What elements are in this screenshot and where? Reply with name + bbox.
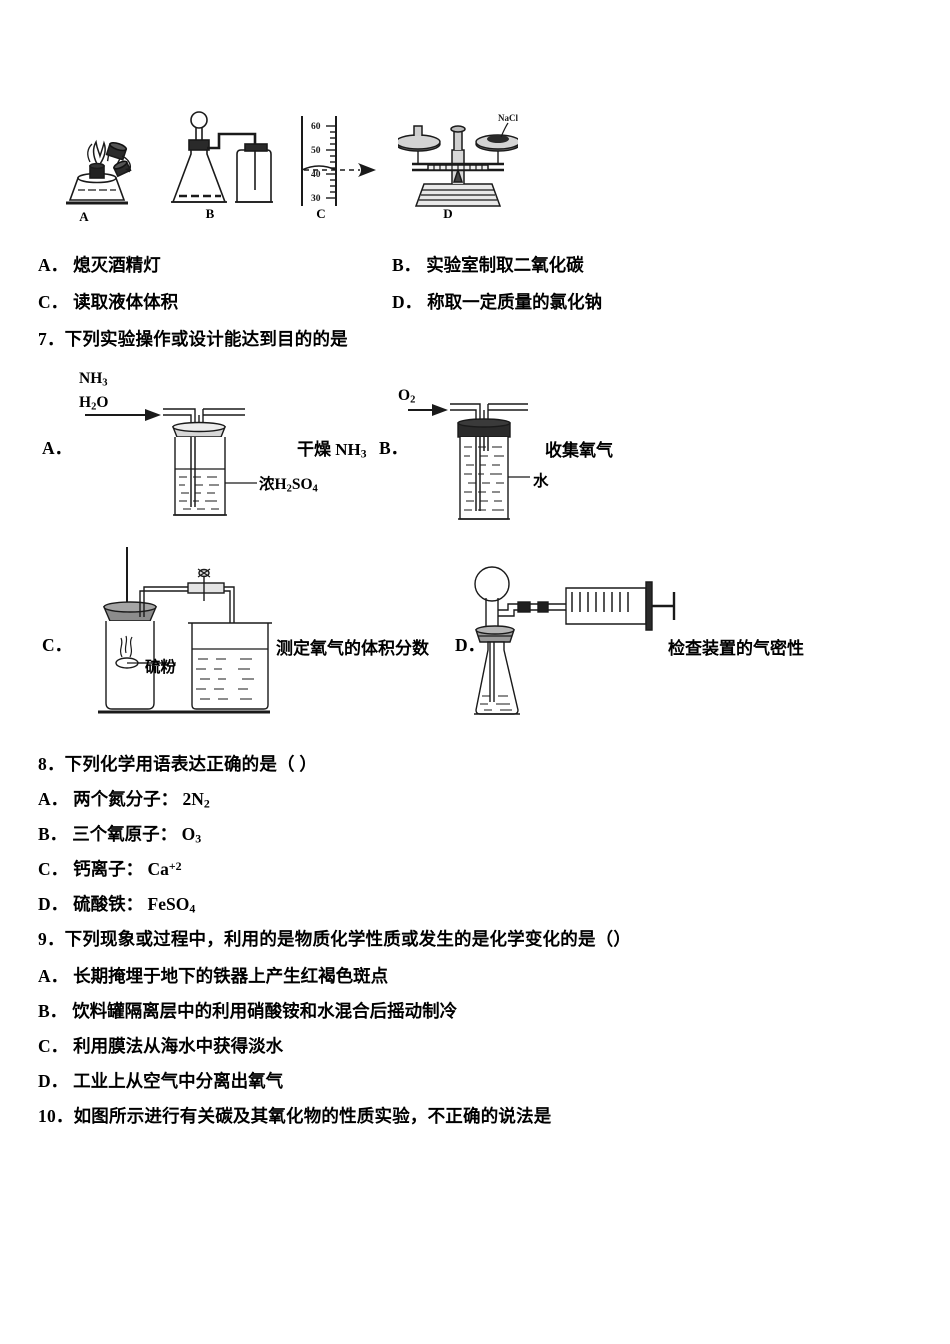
q7-stem: 7．下列实验操作或设计能达到目的的是 (38, 329, 348, 349)
q6-option-d-text: 称取一定质量的氯化钠 (427, 292, 603, 312)
q8-option-c: C．钙离子： Ca+2 (38, 859, 182, 879)
q9-option-a-label: A． (38, 966, 69, 986)
q8-option-d-formula: FeSO4 (143, 894, 196, 916)
q7-figure-d-airtightness-check (460, 562, 690, 722)
q6-figure-caption-a: A (79, 209, 89, 224)
q9-option-a-text: 长期掩埋于地下的铁器上产生红褐色斑点 (73, 966, 389, 986)
q7-figure-c-oxygen-fraction-apparatus (80, 545, 280, 720)
q7-figure-b-collecting-bottle (400, 385, 580, 530)
q8-option-d-label: D． (38, 894, 69, 914)
svg-text:40: 40 (311, 170, 321, 180)
q9-option-d-text: 工业上从空气中分离出氧气 (73, 1071, 284, 1091)
q9-option-a: A．长期掩埋于地下的铁器上产生红褐色斑点 (38, 966, 389, 986)
q7-figure-b-liquid-label: 水 (533, 473, 549, 490)
q8-option-d-text: 硫酸铁： (73, 894, 144, 914)
balance-sample-label: NaCl (498, 113, 518, 123)
q6-option-c-text: 读取液体体积 (73, 292, 179, 312)
q6-option-d: D．称取一定质量的氯化钠 (392, 292, 603, 312)
q10-stem: 10．如图所示进行有关碳及其氧化物的性质实验，不正确的说法是 (38, 1106, 552, 1126)
q8-option-b: B．三个氧原子： O3 (38, 824, 202, 846)
q6-figure-caption-c: C (316, 206, 326, 221)
q7-option-c-label: C． (42, 635, 73, 655)
q8-option-b-text: 三个氧原子： (72, 824, 178, 844)
q7-figure-a-liquid-label: 浓H2SO4 (259, 476, 318, 495)
q7-figure-c-sulfur-label: 硫粉 (145, 659, 177, 676)
q6-option-b: B．实验室制取二氧化碳 (392, 255, 584, 275)
svg-text:60: 60 (311, 122, 321, 132)
q7-option-d-caption: 检查装置的气密性 (668, 639, 804, 658)
q7-option-b-label: B． (379, 438, 409, 458)
q9-option-b: B．饮料罐隔离层中的利用硝酸铵和水混合后摇动制冷 (38, 1001, 458, 1021)
q9-option-c-text: 利用膜法从海水中获得淡水 (73, 1036, 284, 1056)
q8-option-d: D．硫酸铁： FeSO4 (38, 894, 196, 916)
q6-option-a: A．熄灭酒精灯 (38, 255, 161, 275)
q6-figure-c-graduated-cylinder: 60 50 40 30 (290, 108, 400, 213)
q6-option-c: C．读取液体体积 (38, 292, 179, 312)
q9-option-d-label: D． (38, 1071, 69, 1091)
q6-figure-b-co2-apparatus (163, 110, 278, 210)
q7-figure-a-inlet-label-nh3: NH3 (79, 370, 108, 389)
q7-figure-a-inlet-label-h2o: H2O (79, 394, 109, 413)
q7-figure-a-drying-bottle (75, 365, 305, 525)
q6-option-a-label: A． (38, 255, 69, 275)
q6-option-b-text: 实验室制取二氧化碳 (426, 255, 584, 275)
q7-option-d-label: D． (455, 635, 486, 655)
q8-option-c-label: C． (38, 859, 69, 879)
q8-option-a-label: A． (38, 789, 69, 809)
q6-option-d-label: D． (392, 292, 423, 312)
q6-figure-caption-d: D (443, 206, 453, 221)
q6-figure-caption-b: B (205, 206, 215, 221)
q8-option-b-formula: O3 (177, 824, 202, 846)
q7-option-a-caption: 干燥 NH3 (297, 440, 367, 461)
q9-option-d: D．工业上从空气中分离出氧气 (38, 1071, 284, 1091)
q8-stem: 8．下列化学用语表达正确的是（ ） (38, 754, 318, 774)
svg-text:30: 30 (311, 194, 321, 204)
q6-figure-a-alcohol-lamp (52, 104, 162, 214)
q8-option-c-formula: Ca+2 (143, 859, 182, 879)
q6-figure-d-balance: NaCl (398, 112, 518, 212)
q7-option-c-caption: 测定氧气的体积分数 (276, 639, 429, 658)
svg-text:50: 50 (311, 146, 321, 156)
q9-option-b-label: B． (38, 1001, 68, 1021)
q9-stem: 9．下列现象或过程中，利用的是物质化学性质或发生的是化学变化的是（） (38, 929, 632, 949)
q8-option-c-text: 钙离子： (73, 859, 144, 879)
q8-option-a: A．两个氮分子： 2N2 (38, 789, 210, 811)
q7-option-b-caption: 收集氧气 (545, 441, 613, 460)
q8-option-b-label: B． (38, 824, 68, 844)
q7-figure-b-inlet-label-o2: O2 (398, 387, 416, 406)
q8-option-a-formula: 2N2 (178, 789, 210, 811)
q7-option-a-label: A． (42, 438, 73, 458)
q9-option-c: C．利用膜法从海水中获得淡水 (38, 1036, 284, 1056)
q6-option-b-label: B． (392, 255, 422, 275)
q9-option-c-label: C． (38, 1036, 69, 1056)
q6-option-a-text: 熄灭酒精灯 (73, 255, 161, 275)
q8-option-a-text: 两个氮分子： (73, 789, 179, 809)
q6-option-c-label: C． (38, 292, 69, 312)
q9-option-b-text: 饮料罐隔离层中的利用硝酸铵和水混合后摇动制冷 (72, 1001, 458, 1021)
